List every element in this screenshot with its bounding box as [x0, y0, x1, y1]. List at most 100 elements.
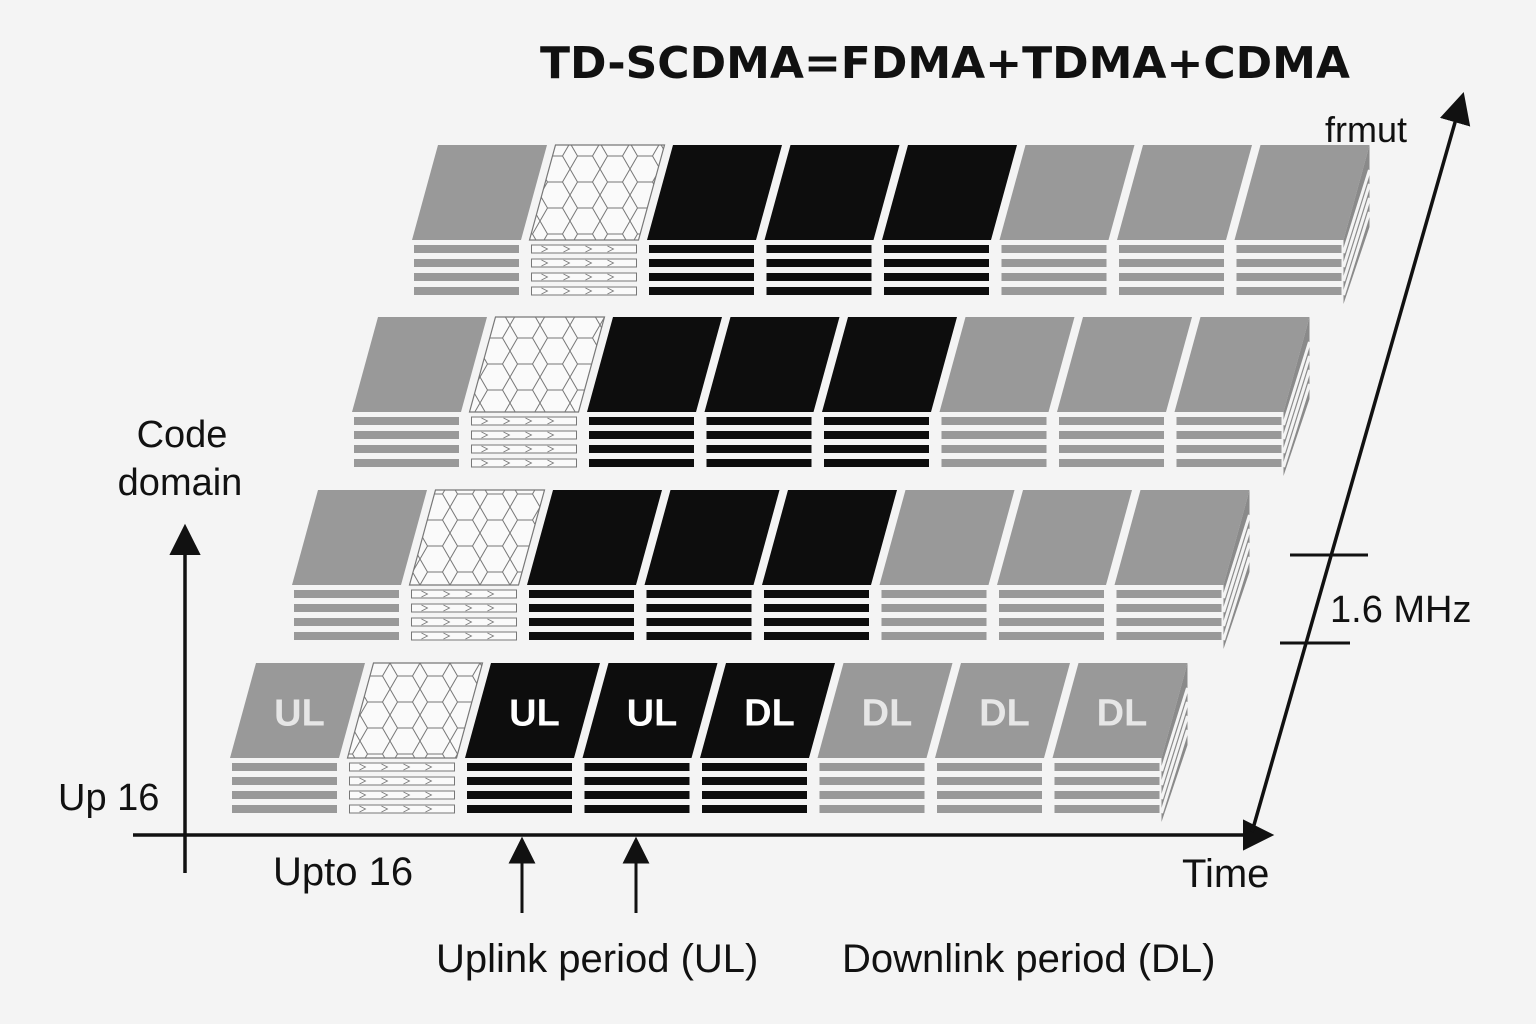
code-channel-stripe — [232, 805, 337, 813]
time-slot-face — [1174, 317, 1310, 412]
code-channel-stripe — [1059, 417, 1164, 425]
code-channel-stripe — [884, 245, 989, 253]
code-channel-stripe — [999, 632, 1104, 640]
time-slot-label: UL — [509, 693, 560, 735]
code-channel-stripe — [999, 590, 1104, 598]
code-channel-stripe — [1176, 459, 1282, 467]
code-channel-stripe — [649, 287, 754, 295]
time-slot-face — [468, 316, 606, 413]
code-channel-stripe — [702, 805, 807, 813]
time-slot-label: UL — [627, 693, 678, 735]
time-slot-label: DL — [862, 693, 913, 735]
code-channel-stripe — [1059, 445, 1164, 453]
code-channel-stripe — [529, 590, 634, 598]
code-channel-stripe — [1054, 791, 1160, 799]
time-slot-black: UL — [582, 663, 718, 813]
code-channel-stripe — [824, 445, 929, 453]
code-channel-stripe — [1119, 287, 1224, 295]
code-channel-stripe — [884, 287, 989, 295]
frequency-layer — [352, 316, 1311, 476]
code-channel-stripe — [1176, 431, 1282, 439]
code-channel-stripe — [354, 459, 459, 467]
code-channel-stripe — [1119, 259, 1224, 267]
time-slot-black — [882, 145, 1017, 295]
code-channel-stripe — [584, 763, 690, 771]
code-channel-stripe — [414, 259, 519, 267]
code-channel-stripe — [294, 618, 399, 626]
code-channel-stripe — [999, 618, 1104, 626]
code-channel-stripe — [531, 258, 637, 268]
code-channel-stripe — [471, 458, 577, 468]
code-channel-stripe — [414, 245, 519, 253]
time-slot-face — [412, 145, 547, 240]
code-channel-stripe — [764, 590, 869, 598]
code-channel-stripe — [766, 259, 872, 267]
code-channel-stripe — [467, 763, 572, 771]
time-slot-face — [704, 317, 840, 412]
code-channel-stripe — [411, 603, 517, 613]
time-slot-face — [346, 662, 484, 759]
code-channel-stripe — [1116, 632, 1222, 640]
code-channel-stripe — [232, 777, 337, 785]
code-channel-stripe — [941, 445, 1047, 453]
code-channel-stripe — [584, 777, 690, 785]
time-slot-hex — [408, 489, 546, 641]
frequency-axis-label: frmut — [1325, 109, 1407, 150]
time-slot-gray: UL — [230, 663, 365, 813]
code-channel-stripe — [1059, 431, 1164, 439]
code-channel-stripe — [467, 777, 572, 785]
time-slot-gray — [412, 145, 547, 295]
time-slot-face — [582, 663, 718, 758]
code-channel-stripe — [702, 791, 807, 799]
code-channel-stripe — [1119, 273, 1224, 281]
time-axis-value: Upto 16 — [273, 850, 413, 894]
code-channel-stripe — [411, 631, 517, 641]
code-channel-stripe — [1054, 777, 1160, 785]
bandwidth-label: 1.6 MHz — [1330, 589, 1471, 631]
time-slot-face — [1234, 145, 1370, 240]
code-channel-stripe — [819, 805, 925, 813]
code-channel-stripe — [414, 273, 519, 281]
time-slot-face — [1057, 317, 1192, 412]
code-channel-stripe — [349, 762, 455, 772]
code-channel-stripe — [1116, 618, 1222, 626]
code-channel-stripe — [232, 791, 337, 799]
code-channel-stripe — [471, 444, 577, 454]
time-slot-face — [587, 317, 722, 412]
code-channel-stripe — [937, 777, 1042, 785]
code-channel-stripe — [766, 245, 872, 253]
time-slot-face — [997, 490, 1132, 585]
code-channel-stripe — [702, 763, 807, 771]
time-slot-face — [408, 489, 546, 586]
code-channel-stripe — [1116, 590, 1222, 598]
time-slot-black — [587, 317, 722, 467]
time-slot-black — [762, 490, 897, 640]
code-channel-stripe — [294, 590, 399, 598]
time-slot-face — [822, 317, 957, 412]
code-channel-stripe — [824, 431, 929, 439]
code-channel-stripe — [1176, 445, 1282, 453]
code-channel-stripe — [467, 805, 572, 813]
time-slot-face — [352, 317, 487, 412]
code-channel-stripe — [529, 618, 634, 626]
code-channel-stripe — [589, 417, 694, 425]
time-slot-face — [1052, 663, 1188, 758]
uplink-period-caption: Uplink period (UL) — [436, 937, 758, 981]
code-channel-stripe — [881, 604, 987, 612]
code-channel-stripe — [471, 430, 577, 440]
code-channel-stripe — [646, 618, 752, 626]
time-slot-black — [644, 490, 780, 640]
time-slot-face — [879, 490, 1015, 585]
code-channel-stripe — [706, 417, 812, 425]
time-slot-black — [647, 145, 782, 295]
code-channel-stripe — [819, 777, 925, 785]
code-channel-stripe — [354, 417, 459, 425]
code-channel-stripe — [706, 459, 812, 467]
code-channel-stripe — [937, 763, 1042, 771]
time-slot-black — [527, 490, 662, 640]
downlink-period-caption: Downlink period (DL) — [842, 937, 1215, 981]
code-channel-stripe — [649, 259, 754, 267]
code-channel-stripe — [999, 604, 1104, 612]
code-channel-stripe — [1176, 417, 1282, 425]
